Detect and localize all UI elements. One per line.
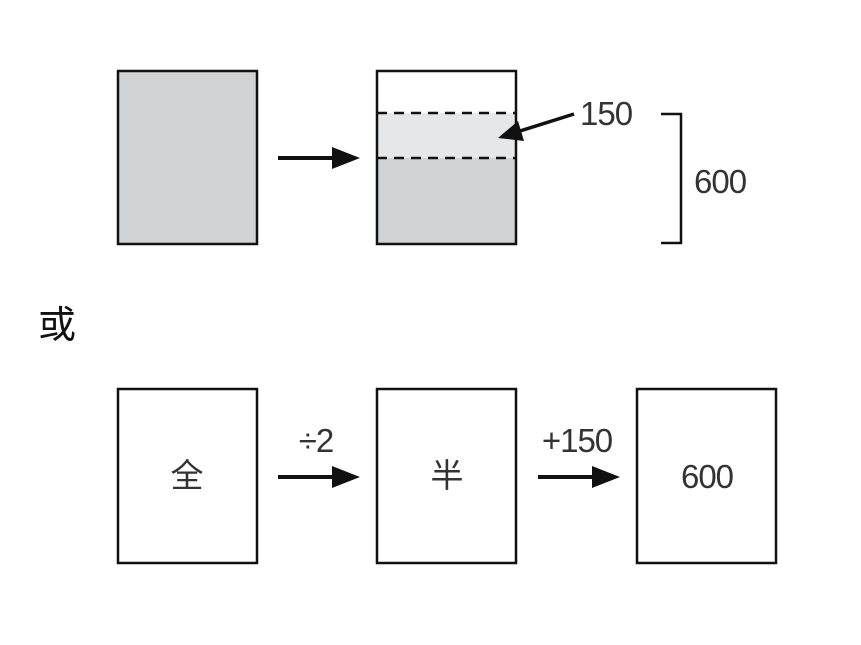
pointer-arrow bbox=[498, 112, 575, 141]
portion-band bbox=[377, 113, 516, 158]
remaining-shaded bbox=[377, 158, 516, 244]
box-whole bbox=[116, 387, 259, 565]
box-result bbox=[635, 387, 778, 565]
full-shaded-box bbox=[116, 69, 259, 246]
op-divide-label: ÷2 bbox=[299, 422, 333, 459]
op-add-label: +150 bbox=[542, 422, 613, 459]
box-whole-label: 全 bbox=[171, 456, 204, 495]
box-result-label: 600 bbox=[681, 458, 734, 495]
box-half bbox=[375, 387, 518, 565]
or-separator: 或 bbox=[38, 303, 76, 347]
partitioned-box bbox=[375, 69, 518, 246]
divide-arrow bbox=[278, 466, 360, 488]
add-arrow bbox=[538, 466, 620, 488]
total-label: 600 bbox=[694, 163, 747, 200]
top-arrow bbox=[278, 147, 360, 169]
portion-label: 150 bbox=[580, 95, 633, 132]
total-bracket bbox=[661, 112, 683, 245]
box-half-label: 半 bbox=[431, 456, 464, 495]
